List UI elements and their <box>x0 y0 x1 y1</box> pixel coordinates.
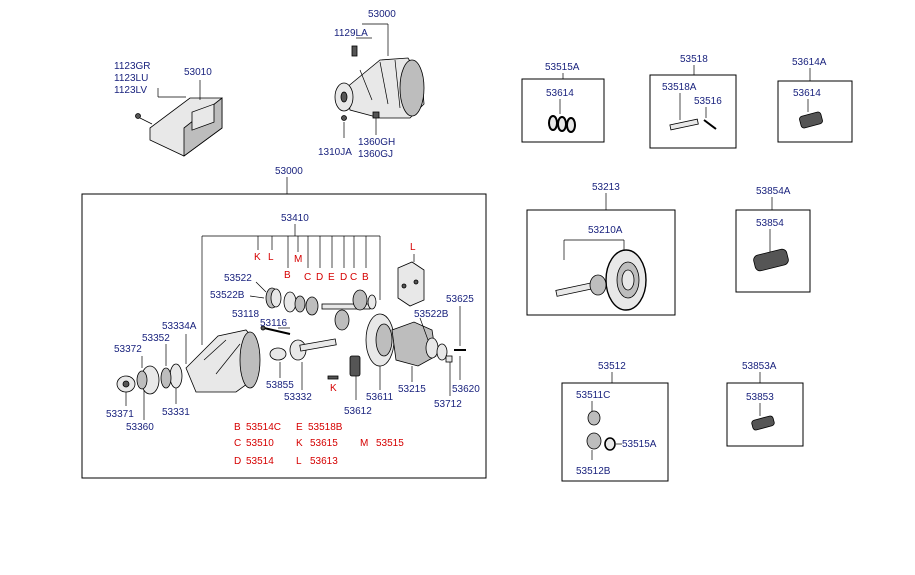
box-53512 <box>561 382 669 482</box>
label-53000-main: 53000 <box>275 166 303 177</box>
label-53515a-bottom: 53515A <box>622 439 657 450</box>
label-53332: 53332 <box>284 392 312 403</box>
label-53712: 53712 <box>434 399 462 410</box>
legend-c-val: 53510 <box>246 438 274 449</box>
legend-e-key: E <box>296 422 303 433</box>
label-53854: 53854 <box>756 218 784 229</box>
box-53000-main <box>81 193 487 479</box>
label-53522: 53522 <box>224 273 252 284</box>
label-53853: 53853 <box>746 392 774 403</box>
key-B-a: B <box>284 270 291 281</box>
label-53334a: 53334A <box>162 321 197 332</box>
key-D-a: D <box>316 272 323 283</box>
label-53614a: 53614A <box>792 57 827 68</box>
box-53213 <box>526 209 676 316</box>
label-1360gh: 1360GH <box>358 137 395 148</box>
label-53854a: 53854A <box>756 186 791 197</box>
label-53360: 53360 <box>126 422 154 433</box>
box-53614a <box>777 80 853 143</box>
label-53620: 53620 <box>452 384 480 395</box>
label-53515a-top: 53515A <box>545 62 580 73</box>
label-1310ja: 1310JA <box>318 147 352 158</box>
label-53213: 53213 <box>592 182 620 193</box>
label-53410: 53410 <box>281 213 309 224</box>
key-L-b: L <box>410 242 416 253</box>
label-53512: 53512 <box>598 361 626 372</box>
spring-small-b <box>751 415 775 431</box>
label-53518a: 53518A <box>662 82 697 93</box>
legend-b-val: 53514C <box>246 422 281 433</box>
legend-b-key: B <box>234 422 241 433</box>
box-53854a <box>735 209 811 293</box>
legend-d-key: D <box>234 456 241 467</box>
legend-m-val: 53515 <box>376 438 404 449</box>
label-53612: 53612 <box>344 406 372 417</box>
label-53210a: 53210A <box>588 225 623 236</box>
label-53516: 53516 <box>694 96 722 107</box>
main-exploded-parts <box>116 254 466 420</box>
key-C-b: C <box>350 272 357 283</box>
key-K-a: K <box>254 252 261 263</box>
label-53116: 53116 <box>260 318 288 329</box>
legend-e-val: 53518B <box>308 422 343 433</box>
label-53611: 53611 <box>366 392 394 403</box>
mounting-bracket <box>135 80 223 157</box>
legend: B 53514C C 53510 D 53514 E 53518B K 5361… <box>234 422 404 467</box>
key-M: M <box>294 254 302 265</box>
key-E: E <box>328 272 335 283</box>
legend-m-key: M <box>360 438 368 449</box>
label-53625: 53625 <box>446 294 474 305</box>
label-53522b-left: 53522B <box>210 290 245 301</box>
legend-k-key: K <box>296 438 303 449</box>
diff-side-gears <box>586 410 616 451</box>
label-53000-top: 53000 <box>368 9 396 20</box>
key-D-b: D <box>340 272 347 283</box>
key-K-b: K <box>330 383 337 394</box>
label-53614-a: 53614 <box>546 88 574 99</box>
label-53518: 53518 <box>680 54 708 65</box>
spring-large <box>753 248 789 272</box>
spring-small-a <box>799 111 823 129</box>
key-B-b: B <box>362 272 369 283</box>
label-53118: 53118 <box>232 309 260 320</box>
label-53331: 53331 <box>162 407 190 418</box>
pin-set <box>669 118 717 131</box>
label-1123lu: 1123LU <box>114 73 148 84</box>
box-53518 <box>649 74 737 149</box>
legend-c-key: C <box>234 438 241 449</box>
label-53372: 53372 <box>114 344 142 355</box>
label-1129la: 1129LA <box>334 28 368 39</box>
label-1123lv: 1123LV <box>114 85 147 96</box>
label-53522b-right: 53522B <box>414 309 449 320</box>
legend-d-val: 53514 <box>246 456 274 467</box>
legend-l-val: 53613 <box>310 456 338 467</box>
label-53512b: 53512B <box>576 466 611 477</box>
seal-rings <box>548 115 576 133</box>
legend-k-val: 53615 <box>310 438 338 449</box>
label-53853a: 53853A <box>742 361 777 372</box>
label-53010: 53010 <box>184 67 212 78</box>
label-53614-b: 53614 <box>793 88 821 99</box>
label-53371: 53371 <box>106 409 134 420</box>
ring-pinion-gear <box>555 249 647 311</box>
label-53855: 53855 <box>266 380 294 391</box>
label-1123gr: 1123GR <box>114 61 151 72</box>
key-C-a: C <box>304 272 311 283</box>
box-53515a <box>521 78 605 143</box>
box-53853a <box>726 382 804 447</box>
carrier-assembly-top <box>334 23 425 138</box>
label-53511c: 53511C <box>576 390 610 401</box>
label-1360gj: 1360GJ <box>358 149 393 160</box>
legend-l-key: L <box>296 456 302 467</box>
label-53215: 53215 <box>398 384 426 395</box>
key-L-a: L <box>268 252 274 263</box>
label-53352: 53352 <box>142 333 170 344</box>
